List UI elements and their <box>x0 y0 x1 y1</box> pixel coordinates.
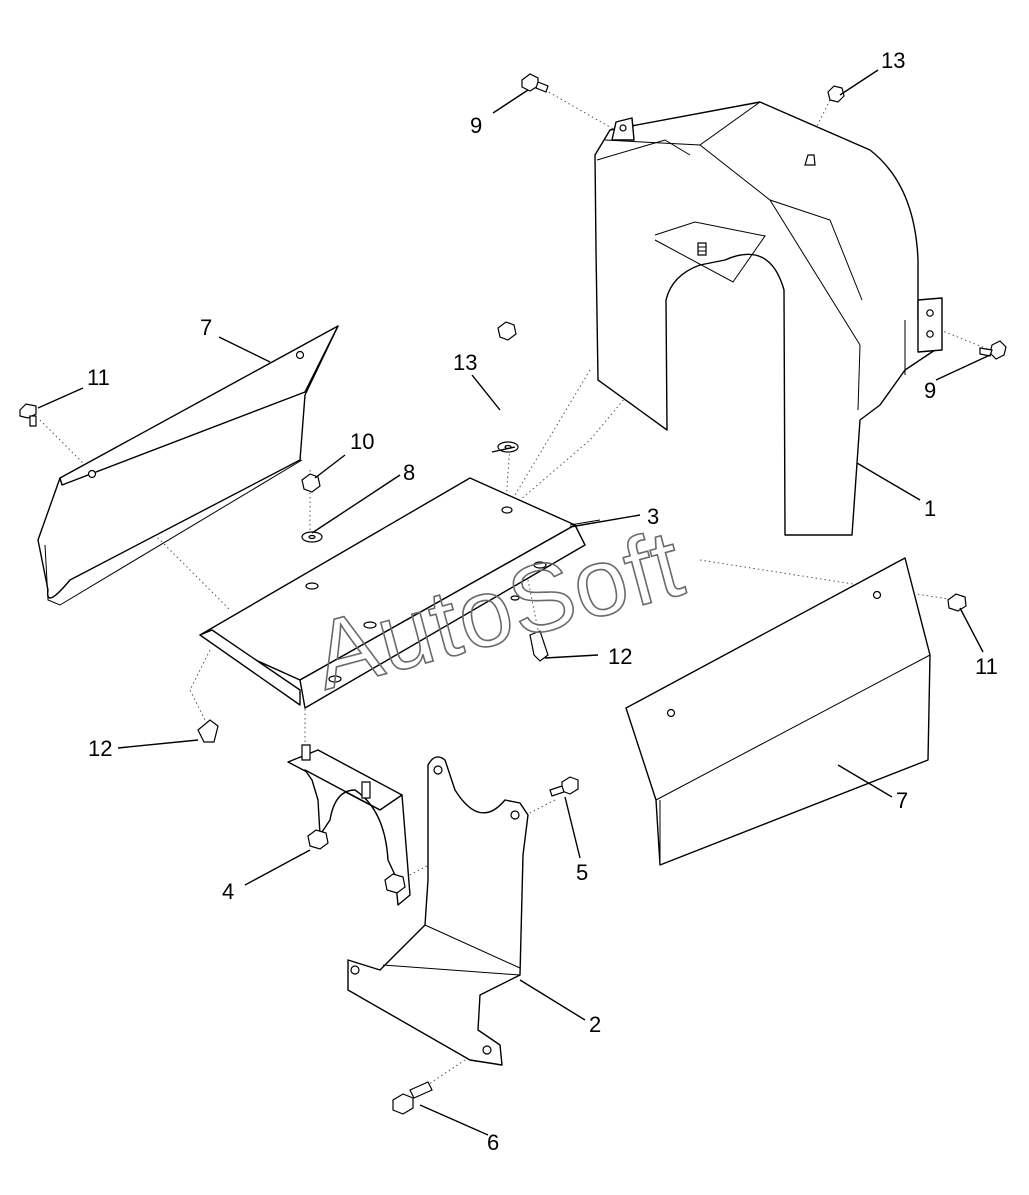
callout-11-left: 11 <box>87 365 110 390</box>
callout-8: 8 <box>403 460 415 485</box>
fastener-hardware <box>19 73 1007 1115</box>
callout-12-left: 12 <box>88 736 112 761</box>
callout-3: 3 <box>647 504 659 529</box>
callout-7-left: 7 <box>200 315 212 340</box>
callout-4: 4 <box>222 879 234 904</box>
belt-guard-housing <box>594 101 943 536</box>
callout-9-top: 9 <box>470 113 482 138</box>
callout-1: 1 <box>924 496 936 521</box>
callout-11-right: 11 <box>975 654 998 679</box>
callout-13-mid: 13 <box>453 350 477 375</box>
callout-7-right: 7 <box>896 788 908 813</box>
left-shield <box>37 325 339 606</box>
callout-13-top: 13 <box>881 48 905 73</box>
callout-labels: 13 9 9 1 13 10 8 3 7 11 11 12 12 7 4 5 2… <box>87 48 998 1155</box>
callout-12-right: 12 <box>608 644 632 669</box>
callout-6: 6 <box>487 1130 499 1155</box>
callout-5: 5 <box>576 860 588 885</box>
callout-leaders <box>37 69 991 1136</box>
callout-2: 2 <box>589 1012 601 1037</box>
idler-bracket <box>287 744 411 906</box>
mounting-bracket <box>347 756 529 1066</box>
right-shield <box>625 557 931 866</box>
assembly-guide-lines <box>39 89 991 1091</box>
callout-9-right: 9 <box>924 378 936 403</box>
callout-10: 10 <box>350 429 374 454</box>
center-mounting-plate <box>199 477 601 709</box>
